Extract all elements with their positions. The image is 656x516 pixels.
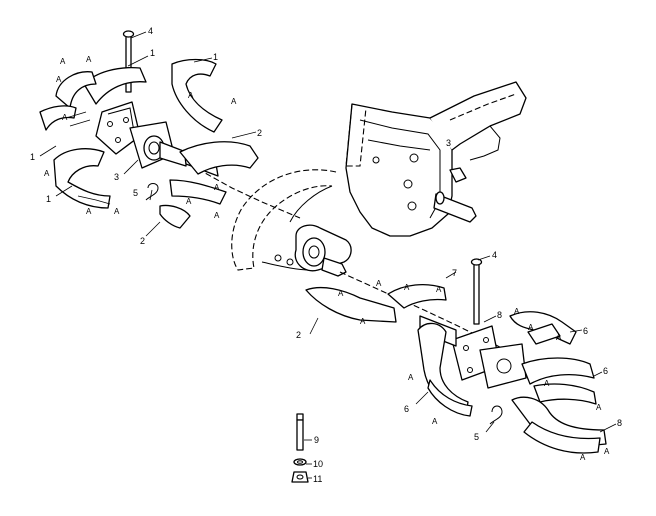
marker-a: A [60, 57, 66, 66]
leader-lines [39, 31, 617, 479]
left-tine-assembly [39, 30, 259, 229]
marker-a: A [56, 75, 62, 84]
callout-1-top: 1 [150, 48, 155, 58]
callout-5-right: 5 [474, 432, 479, 442]
marker-a: A [408, 373, 414, 382]
marker-a: A [86, 55, 92, 64]
marker-a: A [436, 285, 442, 294]
marker-a: A [114, 207, 120, 216]
marker-a: A [596, 403, 602, 412]
marker-a: A [214, 211, 220, 220]
marker-a: A [62, 113, 68, 122]
marker-a: A [44, 169, 50, 178]
callout-5-left: 5 [133, 188, 138, 198]
callout-6-upper-right: 6 [583, 326, 588, 336]
callout-4-left: 4 [148, 26, 153, 36]
marker-a: A [231, 97, 237, 106]
callout-6-left: 6 [404, 404, 409, 414]
marker-a: A [186, 197, 192, 206]
hardware-stack [291, 413, 309, 483]
marker-a: A [338, 289, 344, 298]
marker-a: A [556, 333, 562, 342]
marker-a: A [604, 447, 610, 456]
callout-labels: 4 1 1 2 3 1 1 5 2 3 4 7 8 6 6 8 2 6 5 9 … [30, 26, 622, 484]
marker-a: A [514, 307, 520, 316]
marker-a: A [528, 323, 534, 332]
marker-a: A [86, 207, 92, 216]
callout-11: 11 [313, 474, 322, 484]
transmission-housing [345, 81, 527, 237]
right-tine-assembly [305, 258, 607, 454]
marker-a: A [188, 91, 194, 100]
marker-a: A [360, 317, 366, 326]
callout-8-lower: 8 [617, 418, 622, 428]
marker-a: A [432, 417, 438, 426]
callout-6-right: 6 [603, 366, 608, 376]
marker-a: A [580, 453, 586, 462]
marker-a: A [214, 183, 220, 192]
callout-1-right: 1 [213, 52, 218, 62]
callout-2-left-lower: 2 [140, 236, 145, 246]
callout-3-center: 3 [446, 138, 451, 148]
marker-a: A [404, 283, 410, 292]
callout-1-left: 1 [30, 152, 35, 162]
callout-2-left-upper: 2 [257, 128, 262, 138]
callout-4-right: 4 [492, 250, 497, 260]
callout-2-right: 2 [296, 330, 301, 340]
marker-a: A [376, 279, 382, 288]
reference-markers-a: A A A A A A A A A A A A A A A A A A A A … [44, 55, 610, 462]
callout-1-lower: 1 [46, 194, 51, 204]
callout-8-upper: 8 [497, 310, 502, 320]
callout-3-left: 3 [114, 172, 119, 182]
callout-9: 9 [314, 435, 319, 445]
marker-a: A [544, 379, 550, 388]
callout-10: 10 [313, 459, 323, 469]
center-hub [274, 224, 352, 277]
callout-7: 7 [452, 268, 457, 278]
